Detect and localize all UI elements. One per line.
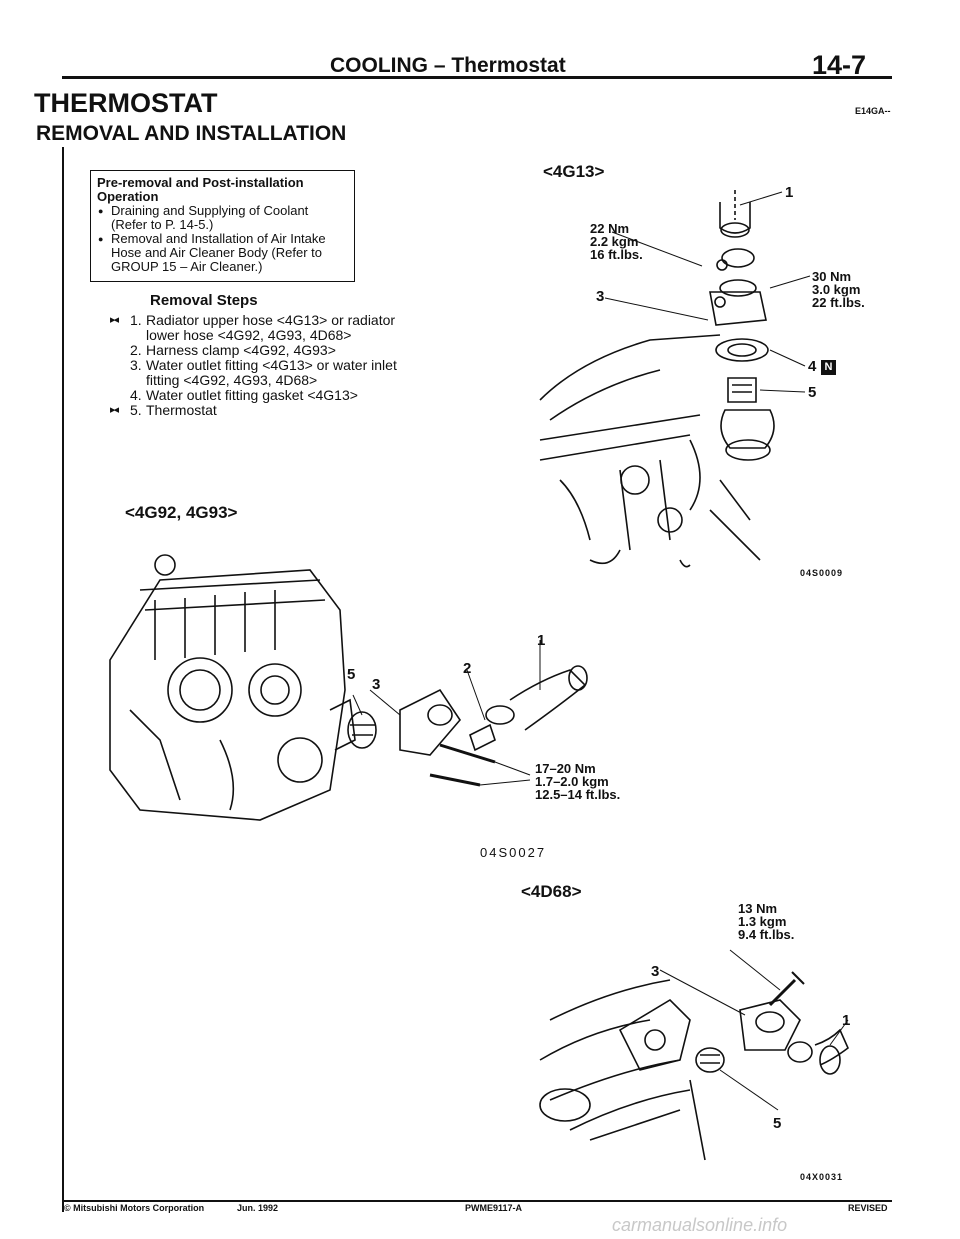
fig-4d68-callout-1: 1 xyxy=(842,1012,851,1029)
fig-4d68-label: <4D68> xyxy=(521,882,582,901)
page-header-title: COOLING – Thermostat xyxy=(330,54,566,77)
left-margin-rule xyxy=(62,147,64,1212)
step-text: Harness clamp <4G92, 4G93> xyxy=(146,342,336,358)
fig-4g13-code: 04S0009 xyxy=(800,568,844,578)
preremoval-title-1: Pre-removal and Post-installation xyxy=(97,175,304,190)
step-number: 1. xyxy=(130,312,142,328)
step-text: Thermostat xyxy=(146,402,217,418)
fig-4d68-torque: 13 Nm 1.3 kgm 9.4 ft.lbs. xyxy=(738,902,794,941)
section-code: E14GA-- xyxy=(855,106,891,116)
footer-rule xyxy=(62,1200,892,1202)
removal-steps-list: ▸◂ 1. Radiator upper hose <4G13> or radi… xyxy=(110,313,430,418)
torque-value: 22 Nm xyxy=(590,221,630,236)
fig-4g92-callout-2: 2 xyxy=(463,660,472,677)
fig-4d68-code: 04X0031 xyxy=(800,1172,844,1182)
removal-step: ▸◂ 5. Thermostat xyxy=(110,403,430,418)
fig-4d68-drawing xyxy=(539,949,849,1161)
fig-4g13-callout-5: 5 xyxy=(808,384,817,401)
removal-step: 2. Harness clamp <4G92, 4G93> xyxy=(110,343,430,358)
torque-value: 3.0 kgm xyxy=(812,282,861,297)
section-subtitle: REMOVAL AND INSTALLATION xyxy=(36,122,347,145)
page-number: 14-7 xyxy=(812,50,867,80)
torque-value: 22 ft.lbs. xyxy=(812,295,865,310)
fig-4d68-callout-3: 3 xyxy=(651,963,660,980)
fig-4g92-torque: 17–20 Nm 1.7–2.0 kgm 12.5–14 ft.lbs. xyxy=(535,762,620,801)
fig-4g92-callout-1: 1 xyxy=(537,632,546,649)
torque-value: 12.5–14 ft.lbs. xyxy=(535,787,621,802)
removal-step: 3. Water outlet fitting <4G13> or water … xyxy=(110,358,430,388)
preremoval-title-2: Operation xyxy=(97,189,159,204)
step-marker-icon: ▸◂ xyxy=(110,314,119,326)
fig-4g92-drawing xyxy=(109,554,588,821)
removal-step: 4. Water outlet fitting gasket <4G13> xyxy=(110,388,430,403)
step-text: Water outlet fitting gasket <4G13> xyxy=(146,387,358,403)
step-number: 4. xyxy=(130,387,142,403)
header-rule xyxy=(62,76,892,79)
fig-4g92-code: 04S0027 xyxy=(480,845,547,860)
preremoval-item: Draining and Supplying of Coolant (Refer… xyxy=(97,204,348,232)
step-marker-icon: ▸◂ xyxy=(110,404,119,416)
removal-steps-title: Removal Steps xyxy=(150,292,258,309)
torque-value: 1.3 kgm xyxy=(738,914,787,929)
fig-4g92-label: <4G92, 4G93> xyxy=(125,503,238,522)
fig-4g13-label: <4G13> xyxy=(543,162,605,181)
fig-4g13-callout-1: 1 xyxy=(785,184,794,201)
footer-doc-number: PWME9117-A xyxy=(465,1203,523,1213)
fig-4g13-callout-3: 3 xyxy=(596,288,605,305)
fig-4g92-callout-3: 3 xyxy=(372,676,381,693)
step-number: 5. xyxy=(130,402,142,418)
torque-value: 17–20 Nm xyxy=(535,761,596,776)
removal-step: ▸◂ 1. Radiator upper hose <4G13> or radi… xyxy=(110,313,430,343)
section-title: THERMOSTAT xyxy=(34,88,218,118)
step-number: 2. xyxy=(130,342,142,358)
fig-4g92-callout-5: 5 xyxy=(347,666,356,683)
step-text: Radiator upper hose <4G13> or radiator l… xyxy=(146,312,396,343)
fig-4g13-drawing xyxy=(539,190,811,568)
step-text: Water outlet fitting <4G13> or water inl… xyxy=(146,357,397,388)
fig-4g13-callout-4: 4 xyxy=(808,358,817,375)
footer-revised: REVISED xyxy=(848,1203,888,1213)
torque-value: 30 Nm xyxy=(812,269,852,284)
torque-value: 9.4 ft.lbs. xyxy=(738,927,795,942)
footer-date: Jun. 1992 xyxy=(237,1203,279,1213)
torque-value: 2.2 kgm xyxy=(590,234,639,249)
torque-value: 16 ft.lbs. xyxy=(590,247,643,262)
torque-value: 13 Nm xyxy=(738,901,778,916)
fig-4d68-callout-5: 5 xyxy=(773,1115,782,1132)
fig-4g13-torque-a: 22 Nm 2.2 kgm 16 ft.lbs. xyxy=(590,222,643,261)
step-number: 3. xyxy=(130,357,142,373)
watermark: carmanualsonline.info xyxy=(612,1215,788,1235)
torque-value: 1.7–2.0 kgm xyxy=(535,774,609,789)
preremoval-box: Pre-removal and Post-installation Operat… xyxy=(90,170,355,282)
preremoval-list: Draining and Supplying of Coolant (Refer… xyxy=(97,204,348,274)
fig-4g13-torque-b: 30 Nm 3.0 kgm 22 ft.lbs. xyxy=(812,270,865,309)
footer-copyright: © Mitsubishi Motors Corporation xyxy=(64,1203,205,1213)
new-part-icon: N xyxy=(821,360,836,375)
preremoval-item: Removal and Installation of Air Intake H… xyxy=(97,232,348,274)
